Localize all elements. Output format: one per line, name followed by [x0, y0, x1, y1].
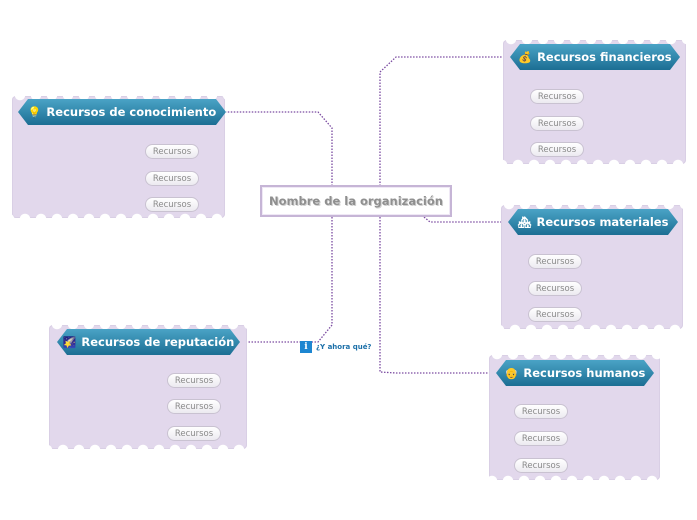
branch-financieros[interactable]: 💰 Recursos financieros [510, 44, 680, 70]
leaf-financieros-3[interactable]: Recursos [530, 142, 584, 157]
leaf-financieros-1[interactable]: Recursos [530, 89, 584, 104]
leaf-humanos-1[interactable]: Recursos [514, 404, 568, 419]
shooting-star-icon: 🌠 [62, 335, 77, 349]
branch-label: Recursos materiales [536, 215, 669, 229]
leaf-humanos-2[interactable]: Recursos [514, 431, 568, 446]
houses-icon: 🏘 [517, 215, 532, 229]
leaf-financieros-2[interactable]: Recursos [530, 116, 584, 131]
leaf-reputacion-2[interactable]: Recursos [167, 399, 221, 414]
leaf-materiales-1[interactable]: Recursos [528, 254, 582, 269]
leaf-conocimiento-1[interactable]: Recursos [145, 144, 199, 159]
money-bag-icon: 💰 [518, 50, 533, 64]
branch-label: Recursos de reputación [81, 335, 235, 349]
leaf-conocimiento-2[interactable]: Recursos [145, 171, 199, 186]
branch-label: Recursos financieros [537, 50, 672, 64]
note-callout[interactable]: i ¿Y ahora qué? [300, 341, 372, 353]
leaf-reputacion-3[interactable]: Recursos [167, 426, 221, 441]
central-topic-label: Nombre de la organización [269, 194, 443, 208]
person-icon: 👴 [504, 366, 519, 380]
branch-materiales[interactable]: 🏘 Recursos materiales [508, 209, 678, 235]
branch-label: Recursos humanos [523, 366, 646, 380]
leaf-conocimiento-3[interactable]: Recursos [145, 197, 199, 212]
central-topic[interactable]: Nombre de la organización [260, 185, 452, 217]
branch-label: Recursos de conocimiento [46, 105, 217, 119]
branch-conocimiento[interactable]: 💡 Recursos de conocimiento [18, 99, 226, 125]
leaf-materiales-3[interactable]: Recursos [528, 307, 582, 322]
info-icon: i [300, 341, 312, 353]
leaf-reputacion-1[interactable]: Recursos [167, 373, 221, 388]
branch-humanos[interactable]: 👴 Recursos humanos [496, 360, 654, 386]
branch-reputacion[interactable]: 🌠 Recursos de reputación [57, 329, 240, 355]
leaf-materiales-2[interactable]: Recursos [528, 281, 582, 296]
note-label: ¿Y ahora qué? [316, 343, 372, 351]
leaf-humanos-3[interactable]: Recursos [514, 458, 568, 473]
lightbulb-icon: 💡 [27, 105, 42, 119]
